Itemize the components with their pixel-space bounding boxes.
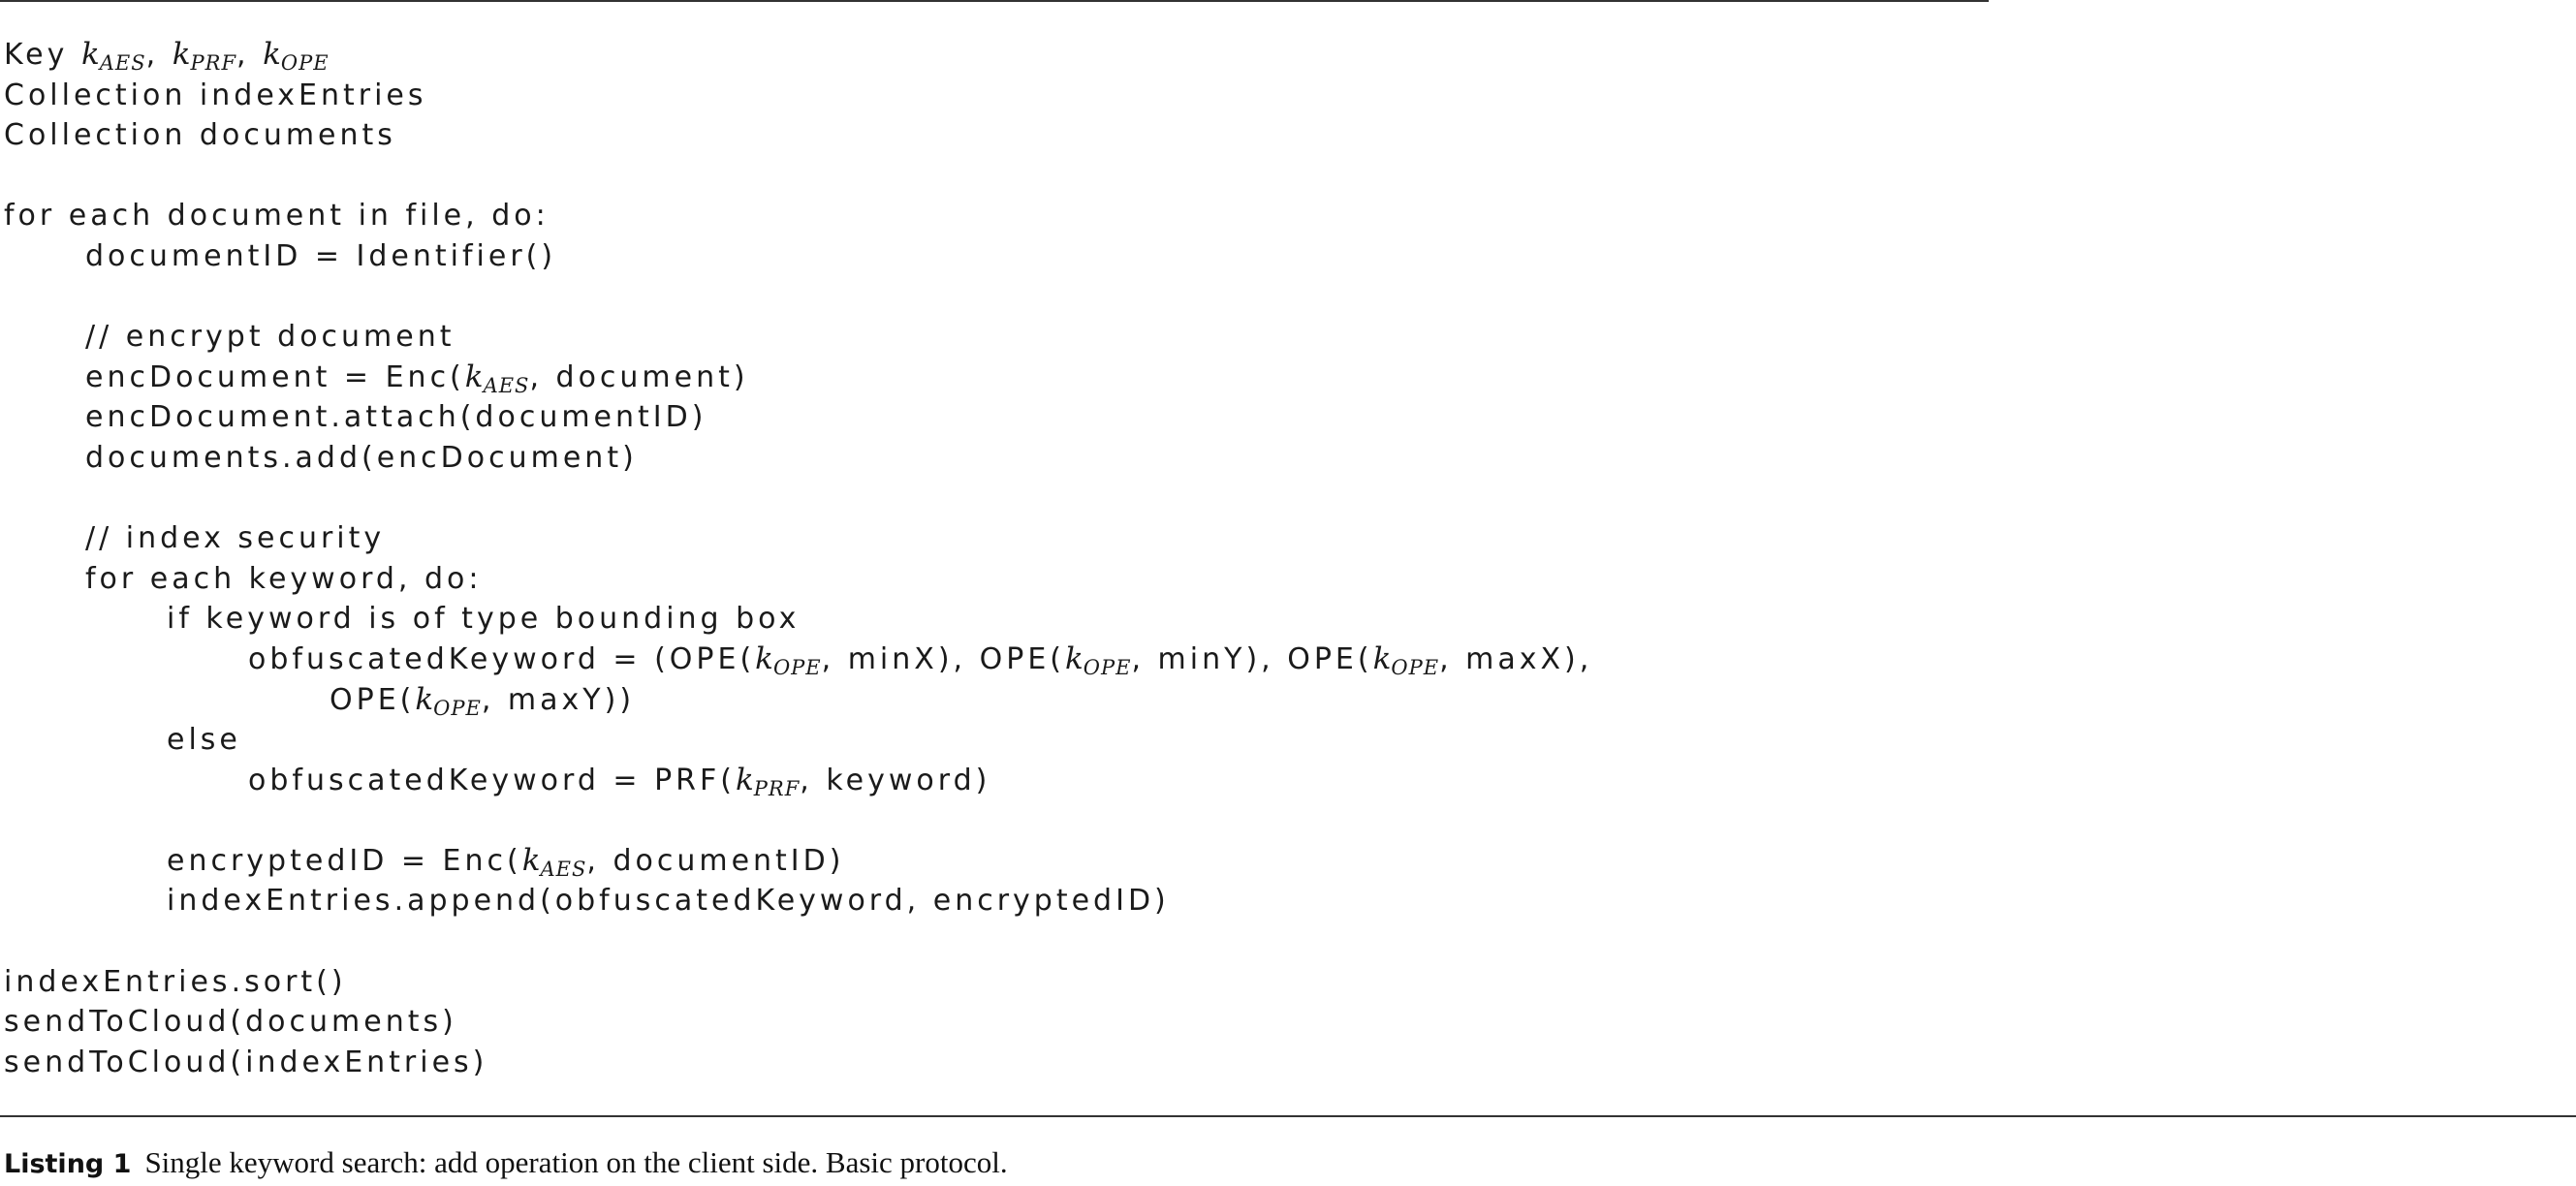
code-text: sendToCloud(documents) [4,1005,457,1040]
code-text: , document) [529,359,749,394]
code-text: , maxX), [1439,641,1593,676]
code-text: , documentID) [586,843,845,878]
code-line: for each keyword, do: [4,559,2524,600]
math-key-symbol: kPRF [172,37,237,75]
code-text: , maxY)) [481,682,636,717]
code-text: obfuscatedKeyword = (OPE( [248,641,756,676]
bottom-rule [0,1115,2576,1117]
code-text: sendToCloud(indexEntries) [4,1045,488,1079]
math-key-symbol: kAES [464,359,530,397]
code-line [4,156,2524,197]
code-line: indexEntries.append(obfuscatedKeyword, e… [4,881,2524,921]
code-text: , minY), OPE( [1131,641,1373,676]
code-text: OPE( [330,682,416,717]
code-line: obfuscatedKeyword = PRF(kPRF, keyword) [4,761,2524,801]
code-line [4,921,2524,962]
code-text: encDocument = Enc( [85,359,465,394]
code-line: encryptedID = Enc(kAES, documentID) [4,841,2524,882]
code-line: // index security [4,518,2524,559]
code-text: , keyword) [800,763,991,797]
math-key-symbol: kOPE [263,37,330,75]
code-text: Collection documents [4,118,396,153]
code-line [4,800,2524,841]
code-text: Collection indexEntries [4,78,427,112]
math-key-symbol: kPRF [735,762,801,800]
caption-label: Listing 1 [4,1149,132,1179]
math-key-symbol: kOPE [1372,640,1440,679]
code-text: indexEntries.append(obfuscatedKeyword, e… [167,884,1170,919]
top-rule [0,0,1989,2]
code-line [4,479,2524,519]
code-line: OPE(kOPE, maxY)) [4,680,2524,721]
code-line: documentID = Identifier() [4,236,2524,277]
code-line: obfuscatedKeyword = (OPE(kOPE, minX), OP… [4,640,2524,680]
code-text: // index security [85,521,386,556]
code-text: , [145,38,173,72]
code-line: Collection indexEntries [4,76,2524,116]
code-line: if keyword is of type bounding box [4,599,2524,640]
code-line: indexEntries.sort() [4,962,2524,1003]
listing-caption: Listing 1 Single keyword search: add oper… [4,1145,1008,1180]
code-line: else [4,720,2524,761]
code-line: encDocument = Enc(kAES, document) [4,358,2524,398]
code-line: sendToCloud(documents) [4,1002,2524,1043]
code-text: , minX), OPE( [821,641,1065,676]
code-text: encryptedID = Enc( [167,843,522,878]
code-text: indexEntries.sort() [4,964,347,999]
code-line: for each document in file, do: [4,196,2524,236]
code-text: documents.add(encDocument) [85,440,638,475]
code-line: encDocument.attach(documentID) [4,397,2524,438]
code-line: sendToCloud(indexEntries) [4,1043,2524,1083]
code-text: // encrypt document [85,320,456,355]
math-key-symbol: kOPE [415,681,482,720]
code-text: encDocument.attach(documentID) [85,400,707,435]
code-text: obfuscatedKeyword = PRF( [248,763,736,797]
code-text: for each document in file, do: [4,199,550,234]
code-text: if keyword is of type bounding box [167,602,801,637]
code-line [4,277,2524,318]
math-key-symbol: kAES [80,37,146,75]
code-text: Key [4,38,81,72]
code-text: for each keyword, do: [85,561,483,596]
code-line: Collection documents [4,115,2524,156]
caption-text: Single keyword search: add operation on … [144,1145,1008,1179]
code-line: documents.add(encDocument) [4,438,2524,479]
math-key-symbol: kOPE [1064,640,1132,679]
math-key-symbol: kAES [521,842,587,881]
code-line: // encrypt document [4,317,2524,358]
math-key-symbol: kOPE [755,640,822,679]
code-text: documentID = Identifier() [85,238,557,273]
code-text: else [167,723,241,758]
code-line: Key kAES, kPRF, kOPE [4,35,2524,76]
code-text: , [236,38,264,72]
